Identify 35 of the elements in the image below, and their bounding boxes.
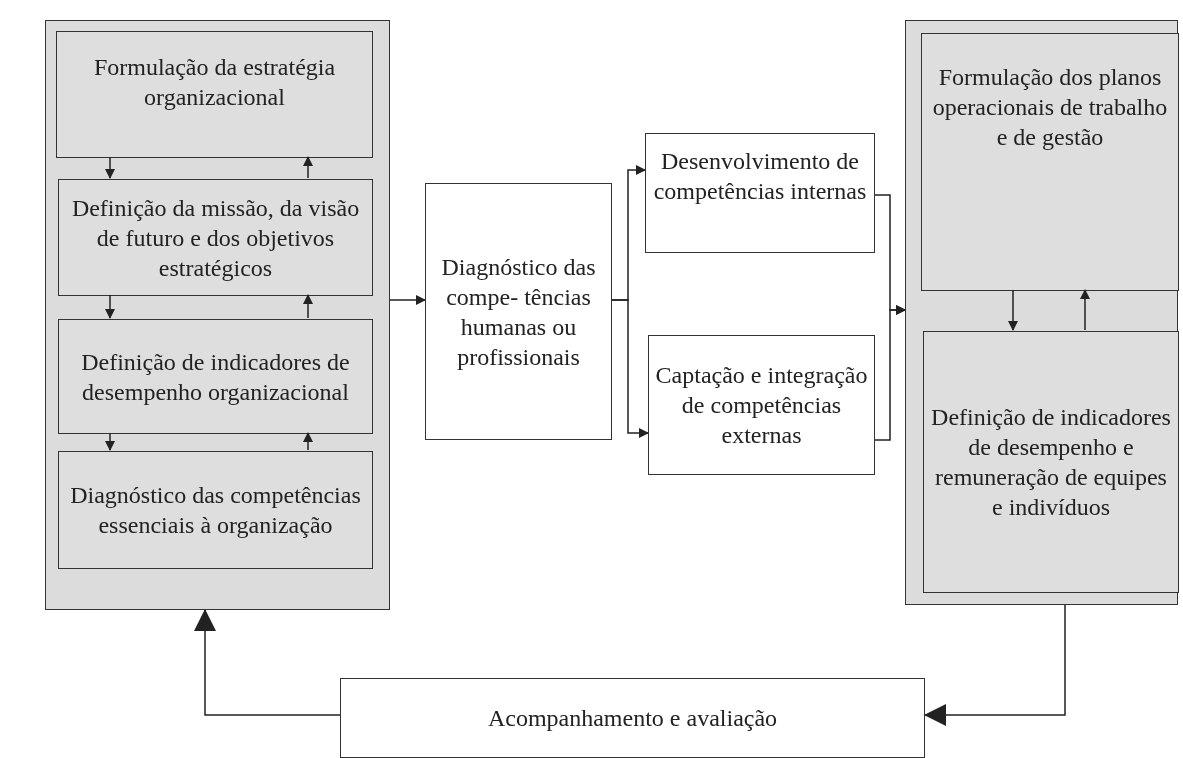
arrow [105,294,115,319]
group-box [905,20,1178,605]
arrow [303,432,313,451]
process-box [58,319,373,434]
process-box [340,678,925,758]
process-box [648,335,875,475]
arrow [303,294,313,319]
process-box [645,133,875,253]
arrow [105,432,115,451]
arrow [389,295,426,305]
process-box [58,451,373,569]
process-box [58,179,373,296]
box-text: Diagnóstico das compe- tências humanas ou profissionais [440,252,597,372]
arrow [1080,289,1090,331]
process-box [921,33,1179,291]
arrow [303,156,313,179]
process-box [923,331,1179,593]
box-text: Definição de indicadores de desempenho e remuneração de equipes e indivíduos [930,403,1172,522]
arrow [874,305,906,441]
box-text: Captação e integração de competências externas [654,361,869,450]
box-text: Definição da missão, da visão de futuro e dos objetivos estratégicos [70,193,361,283]
process-box [56,31,373,158]
box-text: Acompanhamento e avaliação [487,704,778,733]
box-text: Desenvolvimento de competências internas [652,147,868,206]
box-text: Diagnóstico das competências essenciais à organização [69,481,362,540]
box-text: Formulação da estratégia organizacional [92,53,337,112]
process-box [425,183,612,440]
box-text: Definição de indicadores de desempenho organizacional [80,347,351,407]
arrow [1008,289,1018,331]
arrow [924,604,1066,726]
arrow [194,609,341,716]
arrow [105,156,115,179]
group-box [45,20,390,610]
arrow [611,299,649,438]
box-text: Formulação dos planos operacionais de trabalho e de gestão [931,63,1169,152]
